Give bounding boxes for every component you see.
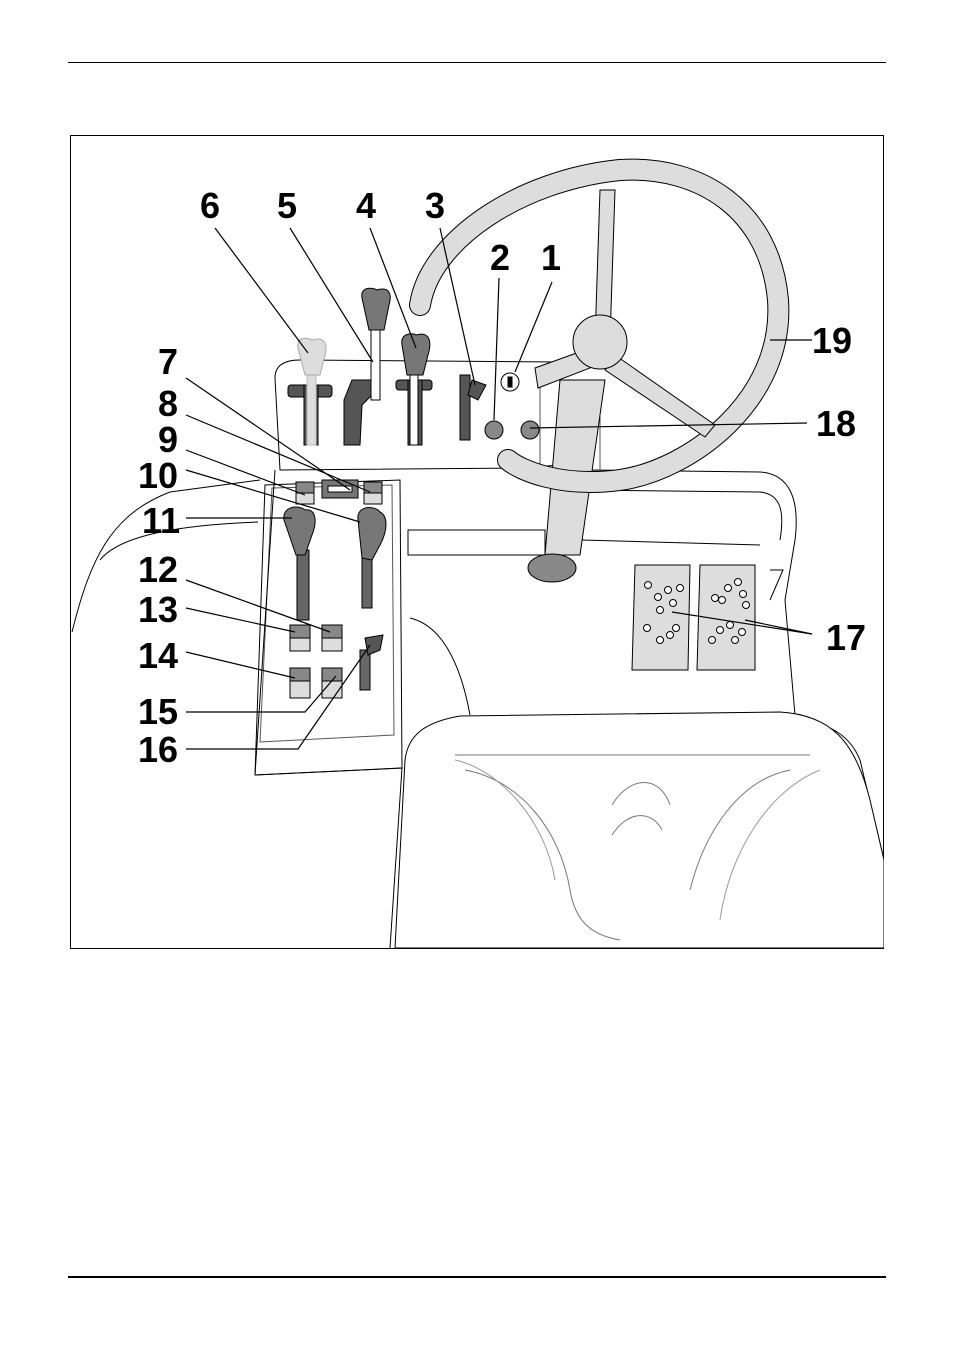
callout-13: 13 — [138, 589, 178, 630]
callout-6: 6 — [200, 185, 220, 226]
callout-15: 15 — [138, 691, 178, 732]
callout-2: 2 — [490, 237, 510, 278]
callout-8: 8 — [158, 383, 178, 424]
callout-14: 14 — [138, 635, 178, 676]
callout-10: 10 — [138, 455, 178, 496]
callout-7: 7 — [158, 341, 178, 382]
callout-3: 3 — [425, 185, 445, 226]
callout-17: 17 — [826, 617, 866, 658]
footer-rule — [68, 1276, 886, 1278]
callout-1: 1 — [541, 237, 561, 278]
operator-station-drawing: 1 2 3 4 5 6 7 8 9 10 11 12 13 14 15 16 1… — [70, 135, 884, 949]
header-rule — [68, 62, 886, 63]
callout-12: 12 — [138, 549, 178, 590]
callout-5: 5 — [277, 185, 297, 226]
callout-16: 16 — [138, 729, 178, 770]
operator-station-figure: 1 2 3 4 5 6 7 8 9 10 11 12 13 14 15 16 1… — [70, 135, 884, 949]
callout-18: 18 — [816, 403, 856, 444]
callout-19: 19 — [812, 320, 852, 361]
callout-4: 4 — [356, 185, 376, 226]
callout-9: 9 — [158, 419, 178, 460]
seat — [395, 712, 884, 948]
callout-11: 11 — [142, 500, 180, 541]
